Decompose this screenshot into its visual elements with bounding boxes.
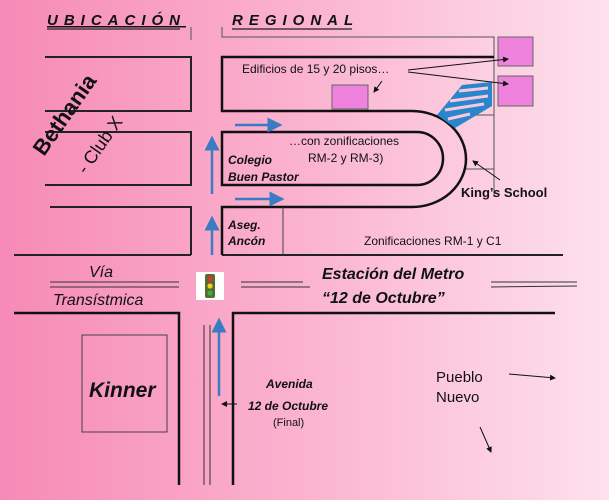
label-12-de-octubre-metro: “12 de Octubre”: [322, 290, 445, 307]
label-aseg: Aseg.: [227, 218, 261, 232]
label-kinner: Kinner: [89, 379, 157, 402]
road-lane-lines: [50, 281, 578, 485]
lower-roads: [14, 311, 555, 485]
header-ubicacion: UBICACIÓN: [47, 11, 186, 29]
label-colegio: Colegio: [228, 153, 272, 167]
label-kings-school: King’s School: [461, 185, 547, 200]
label-via: Vía: [89, 264, 113, 281]
label-nuevo: Nuevo: [436, 389, 479, 406]
label-pueblo: Pueblo: [436, 369, 483, 386]
label-zonificaciones: …con zonificaciones: [289, 134, 399, 148]
label-buen-pastor: Buen Pastor: [228, 170, 300, 184]
traffic-direction-arrows: [204, 117, 285, 396]
header-regional: REGIONAL: [232, 12, 359, 29]
label-avenida: Avenida: [265, 377, 313, 391]
label-estacion-metro: Estación del Metro: [322, 266, 464, 283]
left-blocks: [14, 56, 563, 256]
hatched-area-icon: [437, 82, 492, 128]
pointer-arrows: [221, 56, 556, 453]
right-blocks: [220, 55, 494, 255]
label-transistmica: Transístmica: [53, 292, 143, 309]
building-icon: [331, 84, 369, 110]
traffic-light-icon: [196, 272, 224, 300]
kinner-block: [81, 334, 168, 433]
building-icon: [497, 75, 534, 107]
label-club-x: - Club X: [73, 113, 127, 178]
label-ancon: Ancón: [227, 234, 265, 248]
building-icon: [497, 36, 534, 67]
thin-boundary: [466, 114, 494, 170]
label-avenida-12-octubre: 12 de Octubre: [248, 399, 328, 413]
label-edificios: Edificios de 15 y 20 pisos…: [242, 62, 389, 76]
label-zonificaciones-rm1: Zonificaciones RM-1 y C1: [364, 234, 502, 248]
label-final: (Final): [273, 417, 304, 429]
label-zonificaciones-rm2: RM-2 y RM-3): [308, 151, 383, 165]
thin-boundary: [221, 27, 495, 197]
